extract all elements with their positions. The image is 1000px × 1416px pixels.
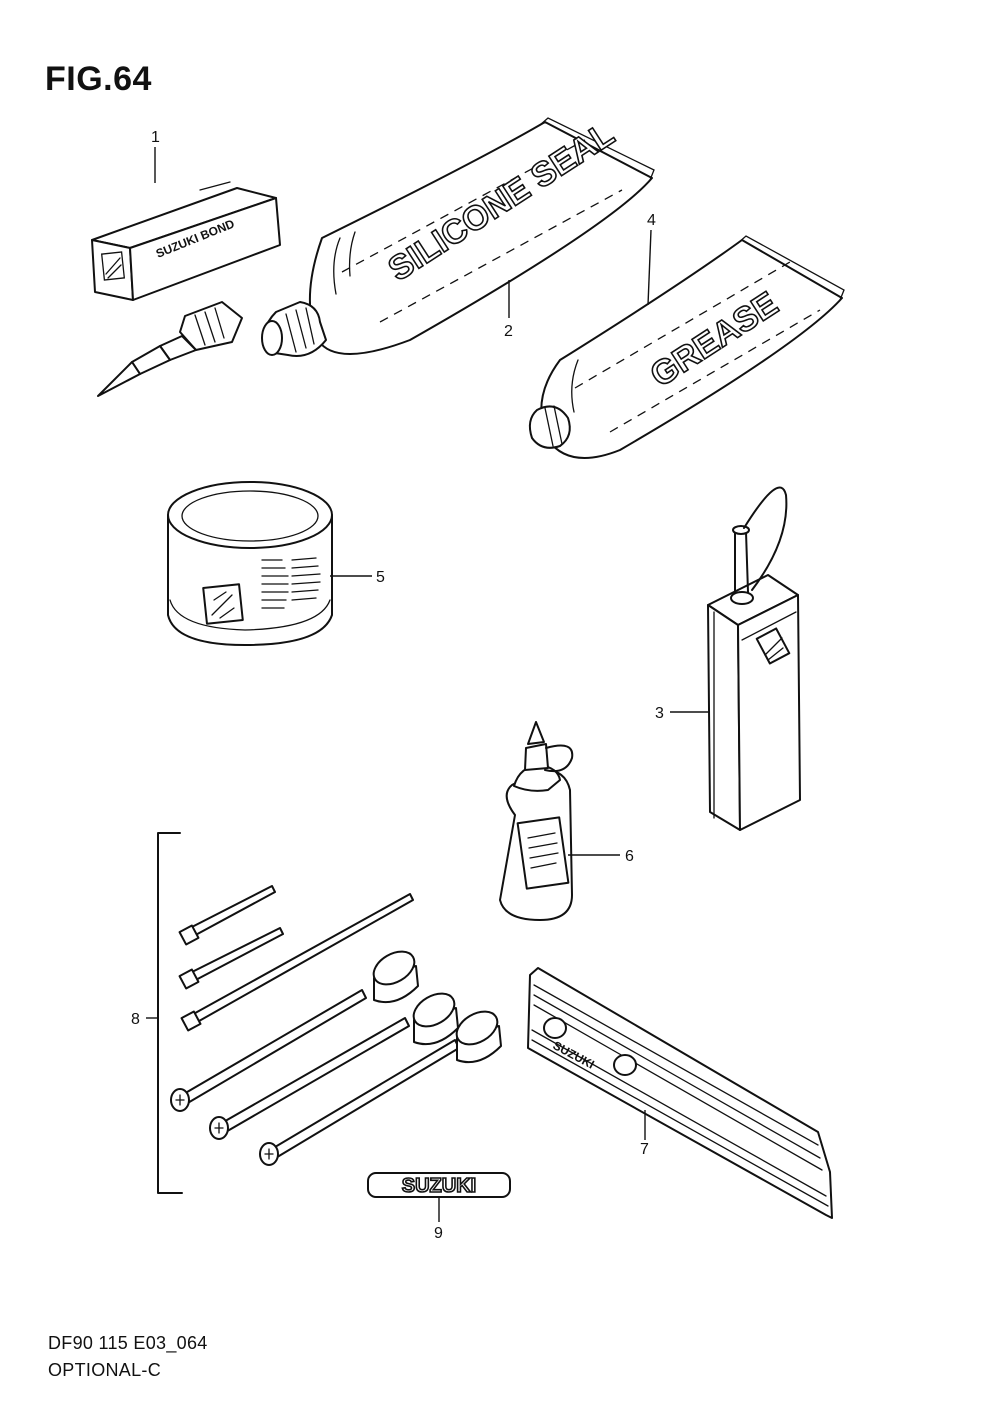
- emblem-label: SUZUKI: [402, 1175, 476, 1197]
- figure-title: FIG.64: [45, 60, 152, 98]
- roll-hatching: [261, 557, 321, 609]
- leader-lines: [154, 147, 710, 1222]
- part-4-grease-tube: GREASE: [528, 235, 845, 459]
- callout-4: 4: [647, 212, 656, 229]
- callout-8: 8: [131, 1011, 140, 1028]
- callout-7: 7: [640, 1141, 649, 1158]
- callout-6: 6: [625, 848, 634, 865]
- section-name: OPTIONAL-C: [48, 1360, 162, 1380]
- part-6-bottle: [499, 721, 574, 921]
- part-2-silicone-tube: SILICONE SEAL: [261, 114, 655, 357]
- part-7-strip: SUZUKI: [527, 967, 833, 1219]
- callout-9: 9: [434, 1225, 443, 1242]
- part-5-roll: [167, 481, 333, 646]
- callout-1: 1: [151, 129, 160, 146]
- part-9-emblem: SUZUKI: [367, 1172, 511, 1198]
- callout-3: 3: [655, 705, 664, 722]
- part-3-oil-can: [707, 486, 801, 831]
- callout-numbers: 1 2 4 5 3 6 7 8 9: [131, 129, 664, 1242]
- part-1-bond: SUZUKI BOND: [91, 181, 281, 397]
- part-8-kit: [146, 832, 502, 1194]
- model-code: DF90 115 E03_064: [48, 1333, 208, 1353]
- callout-2: 2: [504, 323, 513, 340]
- callout-5: 5: [376, 569, 385, 586]
